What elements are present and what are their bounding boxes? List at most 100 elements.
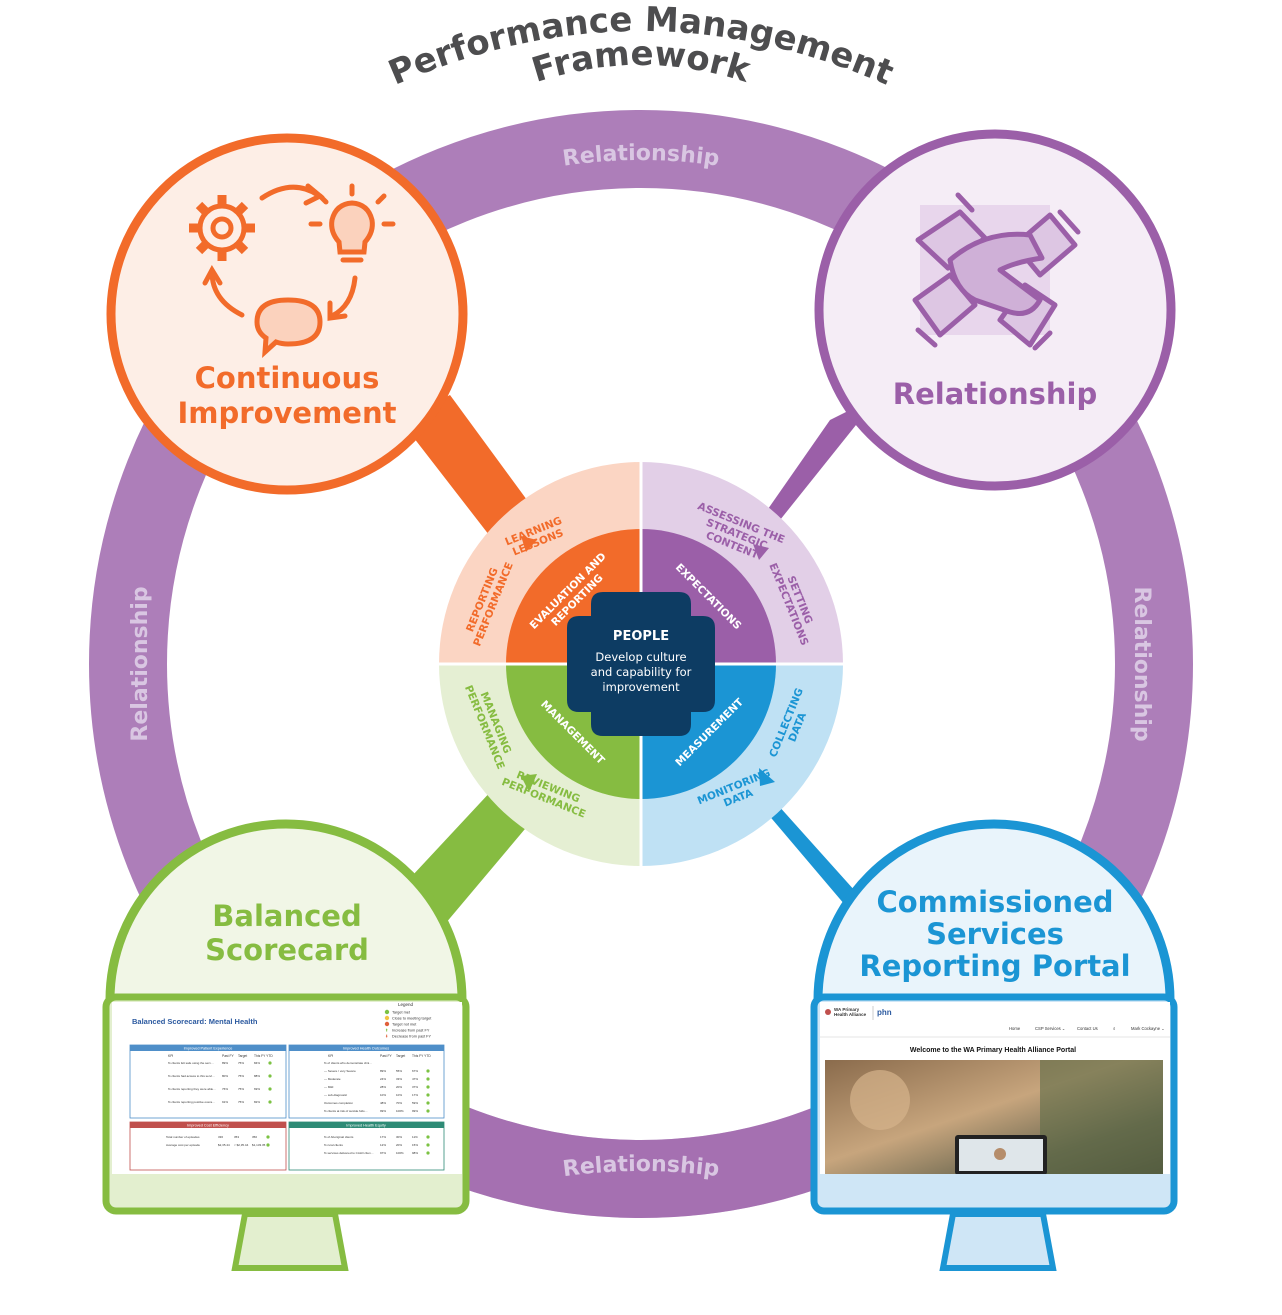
scorecard-monitor-stand bbox=[231, 1211, 349, 1271]
balanced-scorecard-line-2: Scorecard bbox=[205, 933, 369, 967]
kpi-cell: — Moderate bbox=[324, 1077, 341, 1081]
table-row: % clients felt safe using the serv… 89% 75… bbox=[168, 1061, 272, 1065]
status-dot bbox=[426, 1077, 430, 1081]
table-row: % clients reporting positive overa…91%75… bbox=[168, 1100, 272, 1104]
past-cell: 17% bbox=[380, 1135, 386, 1139]
ytd-cell: 69% bbox=[254, 1087, 260, 1091]
ytd-cell: 98% bbox=[412, 1151, 418, 1155]
scorecard-legend-title: Legend bbox=[398, 1002, 414, 1007]
table-row: Total number of episodes 336 353 350 bbox=[166, 1135, 270, 1139]
kpi-cell: — Severe / very Severe bbox=[324, 1069, 356, 1073]
target-cell: 100% bbox=[396, 1109, 404, 1113]
relationship-node-label: Relationship bbox=[893, 377, 1098, 411]
svg-text:Improved Health Equity: Improved Health Equity bbox=[346, 1124, 386, 1128]
table-row: Average cost per episode$2,35.44< $2,35.… bbox=[166, 1143, 270, 1147]
speech-bubble-icon bbox=[254, 297, 323, 359]
center-line-1: Develop culture bbox=[595, 650, 686, 664]
portal-line-1: Commissioned bbox=[876, 885, 1113, 919]
status-dot bbox=[266, 1143, 270, 1147]
target-cell: 20% bbox=[396, 1143, 402, 1147]
past-cell: 99% bbox=[380, 1109, 386, 1113]
portal-line-3: Reporting Portal bbox=[859, 949, 1130, 983]
kpi-cell: % of clients who demonstrate clini… bbox=[324, 1061, 372, 1065]
wapha-logo-icon bbox=[825, 1009, 831, 1015]
portal-brand-line-2: Health Alliance bbox=[834, 1012, 867, 1017]
target-cell: 75% bbox=[238, 1100, 244, 1104]
continuous-improvement-line-1: Continuous bbox=[195, 361, 380, 395]
status-dot bbox=[426, 1101, 430, 1105]
table-row: % of clients who demonstrate clini… bbox=[324, 1061, 372, 1065]
ytd-cell: 47% bbox=[412, 1077, 418, 1081]
center-line-2: and capability for bbox=[591, 665, 692, 679]
kpi-cell: Outcomes completion bbox=[324, 1101, 353, 1105]
svg-text:Increase from past FY: Increase from past FY bbox=[392, 1029, 430, 1033]
svg-text:⬇: ⬇ bbox=[385, 1034, 388, 1039]
past-cell: 89% bbox=[222, 1061, 228, 1065]
past-cell: 97% bbox=[380, 1151, 386, 1155]
nav-home[interactable]: Home bbox=[1009, 1026, 1021, 1031]
table-row: % services delivered to CALD clien…97%10… bbox=[324, 1151, 430, 1155]
status-dot bbox=[268, 1100, 272, 1104]
svg-text:Decrease from past FY: Decrease from past FY bbox=[392, 1035, 432, 1039]
relationship-node: Relationship bbox=[814, 129, 1176, 491]
svg-text:Target not met: Target not met bbox=[392, 1023, 417, 1027]
ytd-cell: 99% bbox=[412, 1109, 418, 1113]
target-cell: 75% bbox=[238, 1087, 244, 1091]
past-cell: 336 bbox=[218, 1135, 223, 1139]
kpi-cell: % clients reporting positive overa… bbox=[168, 1100, 215, 1104]
target-cell: 55% bbox=[396, 1069, 402, 1073]
nav-csp-services[interactable]: CSP Services ⌄ bbox=[1035, 1026, 1065, 1031]
phn-logo: phn bbox=[877, 1008, 892, 1017]
portal-brand-line-1: WA Primary bbox=[834, 1007, 860, 1012]
balanced-scorecard-line-1: Balanced bbox=[212, 899, 361, 933]
status-dot bbox=[426, 1151, 430, 1155]
status-dot bbox=[426, 1109, 430, 1113]
relationship-ring: Relationship Relationship Relationship R… bbox=[89, 110, 1193, 1218]
triangle-marker-management bbox=[521, 774, 537, 792]
kpi-cell: % clients at risk of suicide follo… bbox=[324, 1109, 368, 1113]
nav-contact-us[interactable]: Contact Us bbox=[1077, 1026, 1098, 1031]
kpi-cell: % clients felt safe using the serv… bbox=[168, 1061, 214, 1065]
lightbulb-icon bbox=[308, 183, 396, 263]
ytd-cell: 37% bbox=[412, 1085, 418, 1089]
table-row: % rural clients 12% 20% 15% bbox=[324, 1143, 430, 1147]
status-dot bbox=[426, 1135, 430, 1139]
svg-text:This FY YTD: This FY YTD bbox=[254, 1054, 273, 1058]
past-cell: 28% bbox=[380, 1085, 386, 1089]
target-cell: 75% bbox=[238, 1061, 244, 1065]
target-cell: 75% bbox=[238, 1074, 244, 1078]
ytd-cell: 350 bbox=[252, 1135, 257, 1139]
portal-monitor-stand bbox=[939, 1211, 1057, 1271]
table-row: % clients reporting they were able…76%75… bbox=[168, 1087, 272, 1091]
past-cell: 12% bbox=[380, 1143, 386, 1147]
svg-text:Improved Health Outcomes: Improved Health Outcomes bbox=[343, 1047, 389, 1051]
target-cell: 353 bbox=[234, 1135, 239, 1139]
svg-text:Target met: Target met bbox=[392, 1011, 411, 1015]
nav-user-menu[interactable]: Mark Cockayne ⌄ bbox=[1131, 1026, 1165, 1031]
continuous-improvement-node: Continuous Improvement bbox=[106, 133, 468, 495]
past-cell: $2,35.44 bbox=[218, 1143, 230, 1147]
gear-icon bbox=[189, 195, 255, 261]
joined-hands-icon bbox=[912, 192, 1081, 351]
svg-text:Improved Patient Experience: Improved Patient Experience bbox=[184, 1047, 233, 1051]
kpi-cell: % rural clients bbox=[324, 1143, 343, 1147]
svg-text:Past FY: Past FY bbox=[222, 1054, 235, 1058]
scorecard-screen: Balanced Scorecard: Mental Health Legend… bbox=[129, 1002, 445, 1171]
kpi-cell: Average cost per episode bbox=[166, 1143, 200, 1147]
ring-label-left: Relationship bbox=[128, 586, 153, 741]
reporting-portal-node: Commissioned Services Reporting Portal W… bbox=[810, 819, 1178, 1271]
portal-hero-photo bbox=[825, 1060, 1163, 1174]
search-icon[interactable]: ⌕ bbox=[1113, 1026, 1116, 1031]
ytd-cell: 15% bbox=[412, 1143, 418, 1147]
kpi-cell: — Mild bbox=[324, 1085, 334, 1089]
diagram-title: Performance Management Framework bbox=[383, 0, 899, 93]
kpi-cell: — sub-diagnostic bbox=[324, 1093, 348, 1097]
kpi-cell: % clients had access to this servi… bbox=[168, 1074, 215, 1078]
past-cell: 89% bbox=[380, 1069, 386, 1073]
kpi-cell: Total number of episodes bbox=[166, 1135, 200, 1139]
